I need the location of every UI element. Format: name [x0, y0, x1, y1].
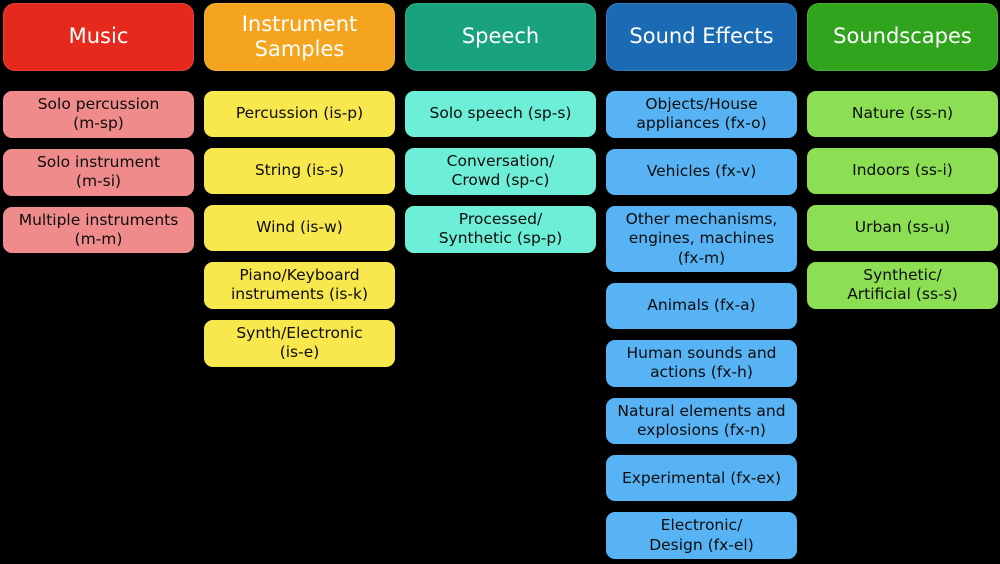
category-box-fx-o: Objects/House appliances (fx-o) [605, 90, 798, 139]
category-box-sp-s: Solo speech (sp-s) [404, 90, 597, 138]
category-box-m-m: Multiple instruments (m-m) [2, 205, 195, 255]
category-header-sound-effects: Sound Effects [605, 2, 798, 72]
column-instrument-samples: Instrument Samples Percussion (is-p) Str… [203, 2, 396, 562]
category-box-fx-a: Animals (fx-a) [605, 281, 798, 330]
category-box-fx-m: Other mechanisms, engines, machines (fx-… [605, 204, 798, 273]
category-box-m-si: Solo instrument (m-si) [2, 147, 195, 197]
category-box-fx-el: Electronic/ Design (fx-el) [605, 511, 798, 561]
column-sound-effects: Sound Effects Objects/House appliances (… [605, 2, 798, 562]
category-header-speech: Speech [404, 2, 597, 72]
category-box-is-e: Synth/Electronic (is-e) [203, 318, 396, 368]
category-box-ss-n: Nature (ss-n) [806, 90, 999, 138]
category-box-fx-ex: Experimental (fx-ex) [605, 454, 798, 503]
category-header-music: Music [2, 2, 195, 72]
category-box-m-sp: Solo percussion (m-sp) [2, 90, 195, 139]
column-music: Music Solo percussion (m-sp) Solo instru… [2, 2, 195, 562]
category-box-fx-v: Vehicles (fx-v) [605, 147, 798, 196]
category-box-ss-s: Synthetic/ Artificial (ss-s) [806, 261, 999, 310]
category-box-is-w: Wind (is-w) [203, 204, 396, 252]
category-box-is-s: String (is-s) [203, 147, 396, 195]
category-box-is-p: Percussion (is-p) [203, 90, 396, 138]
category-box-ss-i: Indoors (ss-i) [806, 147, 999, 195]
category-box-fx-n: Natural elements and explosions (fx-n) [605, 396, 798, 446]
column-soundscapes: Soundscapes Nature (ss-n) Indoors (ss-i)… [806, 2, 999, 562]
category-box-fx-h: Human sounds and actions (fx-h) [605, 338, 798, 388]
category-box-is-k: Piano/Keyboard instruments (is-k) [203, 261, 396, 310]
category-header-soundscapes: Soundscapes [806, 2, 999, 72]
category-box-sp-c: Conversation/ Crowd (sp-c) [404, 147, 597, 196]
category-header-instrument-samples: Instrument Samples [203, 2, 396, 72]
category-box-ss-u: Urban (ss-u) [806, 204, 999, 252]
category-box-sp-p: Processed/ Synthetic (sp-p) [404, 204, 597, 254]
column-speech: Speech Solo speech (sp-s) Conversation/ … [404, 2, 597, 562]
